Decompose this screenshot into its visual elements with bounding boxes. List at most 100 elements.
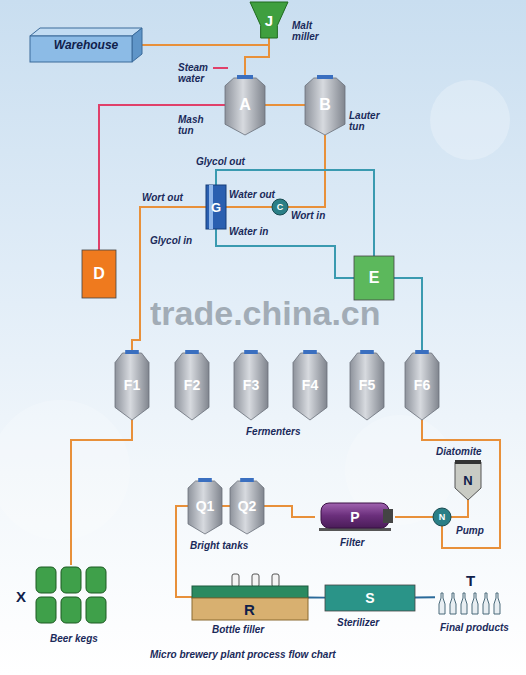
kegs-shape: [36, 567, 106, 623]
node-outline: [35, 565, 107, 627]
circle-node: NPump: [433, 508, 451, 526]
bottles-part: [439, 593, 445, 614]
pipe-connector: [308, 596, 325, 598]
circle-part: [433, 508, 451, 526]
house-node: Warehouse: [30, 28, 142, 62]
node-letter: F5: [359, 377, 375, 393]
kegs-part: [86, 567, 106, 593]
tank-part: [240, 478, 254, 482]
node-label: Bottle filler: [212, 624, 264, 635]
tank-shape: [188, 478, 222, 534]
tank-node: F6: [405, 350, 439, 420]
pipe-connector: [142, 38, 269, 45]
tank-node: Q1: [188, 478, 222, 534]
filter-shape: [319, 503, 393, 531]
tank-part: [303, 350, 317, 354]
tank-node: F1: [115, 350, 149, 420]
rect-node: E: [354, 256, 394, 300]
tank-part: [234, 353, 268, 420]
tank-shape: [225, 75, 265, 135]
node-letter: Q1: [196, 498, 215, 514]
filter-node: PFilter: [315, 503, 395, 531]
circle-node: C: [272, 199, 288, 215]
bottles-part: [450, 593, 456, 614]
tank-part: [125, 350, 139, 354]
hopper-node: JMalt miller: [250, 2, 288, 38]
tank-shape: [305, 75, 345, 135]
silo-node: NDiatomite: [455, 460, 481, 500]
tank-node: F5: [350, 350, 384, 420]
circle-part: [272, 199, 288, 215]
hopper-part: [250, 2, 288, 38]
tank-shape: [175, 350, 209, 420]
rect-part: [354, 256, 394, 300]
pipe-label: Wort out: [142, 192, 183, 203]
pipe-connector: [226, 206, 272, 208]
tank-shape: [234, 350, 268, 420]
rect-part: [82, 250, 116, 298]
node-letter: F1: [124, 377, 140, 393]
node-label: Pump: [456, 525, 484, 536]
node-label: Lauter tun: [349, 110, 385, 132]
node-letter: F6: [414, 377, 430, 393]
pipe-label: Fermenters: [246, 426, 300, 437]
tank-part: [293, 353, 327, 420]
tank-shape: [293, 350, 327, 420]
tank-part: [185, 350, 199, 354]
node-letter: N: [463, 473, 472, 488]
house-part: [30, 28, 142, 36]
rect-shape: [82, 250, 116, 298]
filler-part: [252, 574, 259, 587]
tank-node: F3: [234, 350, 268, 420]
silo-part: [455, 460, 481, 464]
node-label: Filter: [340, 537, 364, 548]
kegs-part: [36, 567, 56, 593]
kegs-part: [61, 567, 81, 593]
tank-part: [237, 75, 253, 79]
node-letter: Q2: [238, 498, 257, 514]
node-letter: B: [319, 96, 331, 114]
circle-shape: [433, 508, 451, 526]
tank-shape: [405, 350, 439, 420]
tank-part: [225, 78, 265, 135]
steam-pipe: [213, 67, 228, 69]
node-letter: F2: [184, 377, 200, 393]
tank-part: [360, 350, 374, 354]
node-label: Mash tun: [178, 114, 210, 136]
hx-part: [206, 185, 226, 229]
pipe-connector: [222, 505, 230, 507]
pipe-connector: [99, 105, 225, 250]
filler-part: [232, 574, 239, 587]
pipe-label: Steam water: [178, 63, 214, 84]
node-label: Beer kegs: [50, 633, 98, 644]
filler-shape: [192, 574, 308, 620]
tank-part: [350, 353, 384, 420]
tank-node: F4: [293, 350, 327, 420]
house-shape: [30, 28, 142, 62]
pipe-connector: [422, 420, 500, 548]
tank-part: [188, 481, 222, 534]
tank-part: [305, 78, 345, 135]
tank-shape: [230, 478, 264, 534]
node-letter: E: [369, 269, 380, 287]
hx-shape: [206, 185, 226, 229]
silo-part: [455, 462, 481, 500]
tank-part: [405, 353, 439, 420]
filler-node: RBottle filler: [192, 574, 308, 620]
pipe-label: Glycol in: [150, 235, 192, 246]
node-letter: A: [239, 96, 251, 114]
rect-part: [325, 585, 415, 611]
node-label: Final products: [440, 622, 509, 633]
pipe-connector: [394, 278, 422, 350]
tank-shape: [115, 350, 149, 420]
pipe-label: Wort in: [291, 210, 325, 221]
bottles-part: [461, 593, 467, 614]
bubble: [430, 80, 510, 160]
tank-part: [415, 350, 429, 354]
node-letter: S: [365, 590, 374, 606]
circle-shape: [272, 199, 288, 215]
tank-node: F2: [175, 350, 209, 420]
rect-shape: [325, 585, 415, 611]
tank-part: [175, 353, 209, 420]
